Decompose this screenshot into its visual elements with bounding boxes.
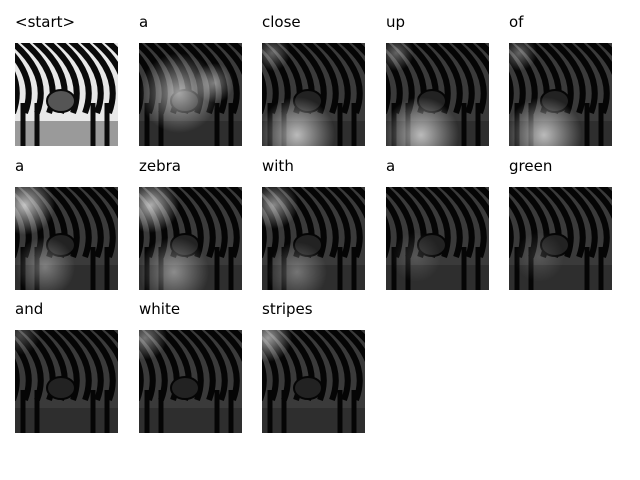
attention-map-image [386, 187, 489, 290]
token-label: a [386, 157, 396, 175]
attention-map-image [15, 43, 118, 146]
token-label: up [386, 13, 406, 31]
zebra-image-2 [262, 43, 365, 146]
token-label: of [509, 13, 524, 31]
token-label: green [509, 157, 553, 175]
token-label: stripes [262, 300, 313, 318]
attention-cell: a [15, 157, 125, 297]
zebra-image-12 [262, 330, 365, 433]
zebra-image-10 [15, 330, 118, 433]
zebra-image-0 [15, 43, 118, 146]
attention-map-image [139, 330, 242, 433]
attention-map-image [15, 187, 118, 290]
token-label: a [139, 13, 149, 31]
zebra-image-7 [262, 187, 365, 290]
token-label: <start> [15, 13, 76, 31]
attention-cell: stripes [262, 300, 372, 440]
zebra-image-8 [386, 187, 489, 290]
attention-map-image [139, 187, 242, 290]
attention-cell: <start> [15, 13, 125, 153]
token-label: with [262, 157, 294, 175]
attention-cell: close [262, 13, 372, 153]
zebra-image-1 [139, 43, 242, 146]
attention-cell: of [509, 13, 619, 153]
zebra-image-11 [139, 330, 242, 433]
attention-cell: zebra [139, 157, 249, 297]
zebra-image-3 [386, 43, 489, 146]
attention-map-image [15, 330, 118, 433]
zebra-image-6 [139, 187, 242, 290]
token-label: close [262, 13, 301, 31]
attention-map-image [386, 43, 489, 146]
token-label: zebra [139, 157, 181, 175]
attention-map-image [509, 43, 612, 146]
attention-cell: with [262, 157, 372, 297]
attention-map-image [509, 187, 612, 290]
attention-cell: white [139, 300, 249, 440]
token-label: a [15, 157, 25, 175]
token-label: and [15, 300, 44, 318]
zebra-image-9 [509, 187, 612, 290]
attention-cell: a [386, 157, 496, 297]
attention-map-image [262, 43, 365, 146]
attention-cell: green [509, 157, 619, 297]
attention-map-image [262, 330, 365, 433]
attention-cell: up [386, 13, 496, 153]
attention-cell: and [15, 300, 125, 440]
attention-map-image [139, 43, 242, 146]
zebra-image-5 [15, 187, 118, 290]
attention-cell: a [139, 13, 249, 153]
zebra-image-4 [509, 43, 612, 146]
token-label: white [139, 300, 181, 318]
attention-map-image [262, 187, 365, 290]
